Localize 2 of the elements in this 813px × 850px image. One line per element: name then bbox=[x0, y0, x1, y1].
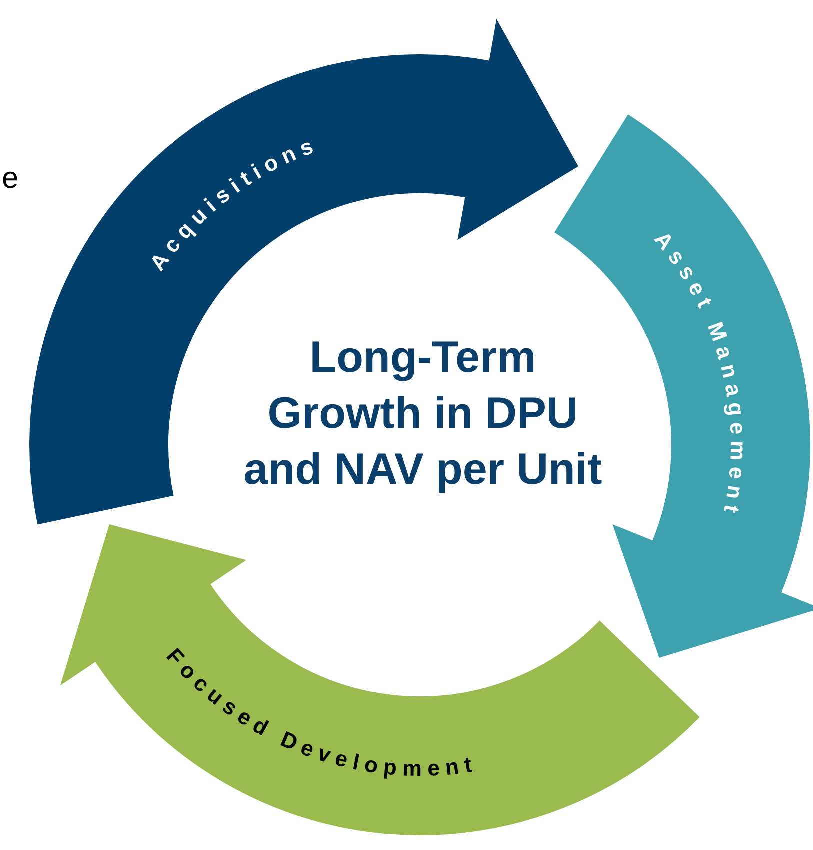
center-title: Long-Term Growth in DPU and NAV per Unit bbox=[233, 330, 613, 498]
cut-off-text: e bbox=[2, 162, 19, 196]
